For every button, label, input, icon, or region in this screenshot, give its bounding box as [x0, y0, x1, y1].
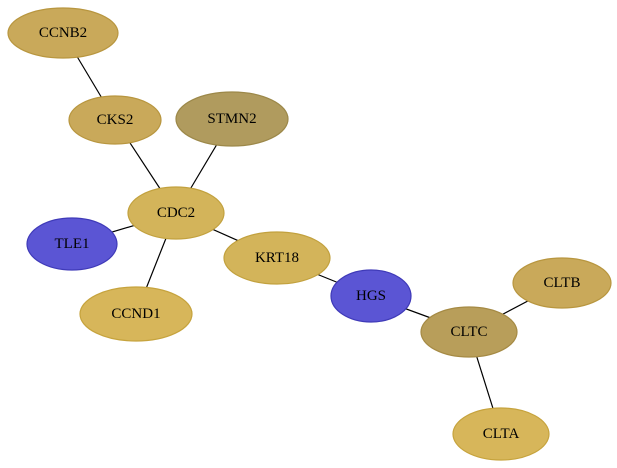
edge-layer [62, 32, 563, 435]
node-ellipse [26, 217, 118, 271]
node-cdc2[interactable]: CDC2 [127, 186, 225, 240]
node-label: CDC2 [157, 205, 195, 221]
node-hgs[interactable]: HGS [330, 269, 412, 323]
node-label: CCNB2 [39, 25, 87, 41]
node-ellipse [223, 231, 331, 285]
node-label: HGS [356, 288, 386, 304]
node-label: CCND1 [111, 306, 160, 322]
node-ellipse [452, 407, 550, 461]
node-clta[interactable]: CLTA [452, 407, 550, 461]
node-ellipse [175, 91, 289, 147]
node-label: CLTA [483, 426, 520, 442]
node-ellipse [127, 186, 225, 240]
node-stmn2[interactable]: STMN2 [175, 91, 289, 147]
node-ellipse [420, 306, 518, 358]
node-label: CLTB [544, 275, 581, 291]
node-label: KRT18 [255, 250, 299, 266]
node-krt18[interactable]: KRT18 [223, 231, 331, 285]
node-ccnd1[interactable]: CCND1 [79, 286, 193, 342]
node-tle1[interactable]: TLE1 [26, 217, 118, 271]
node-label: STMN2 [207, 111, 256, 127]
node-cltc[interactable]: CLTC [420, 306, 518, 358]
node-cltb[interactable]: CLTB [512, 257, 612, 309]
node-ellipse [79, 286, 193, 342]
node-label: CLTC [451, 324, 488, 340]
node-ellipse [68, 95, 162, 145]
node-cks2[interactable]: CKS2 [68, 95, 162, 145]
node-label: TLE1 [55, 236, 90, 252]
node-ellipse [330, 269, 412, 323]
node-ellipse [7, 7, 119, 59]
node-ellipse [512, 257, 612, 309]
node-ccnb2[interactable]: CCNB2 [7, 7, 119, 59]
node-label: CKS2 [97, 112, 134, 128]
